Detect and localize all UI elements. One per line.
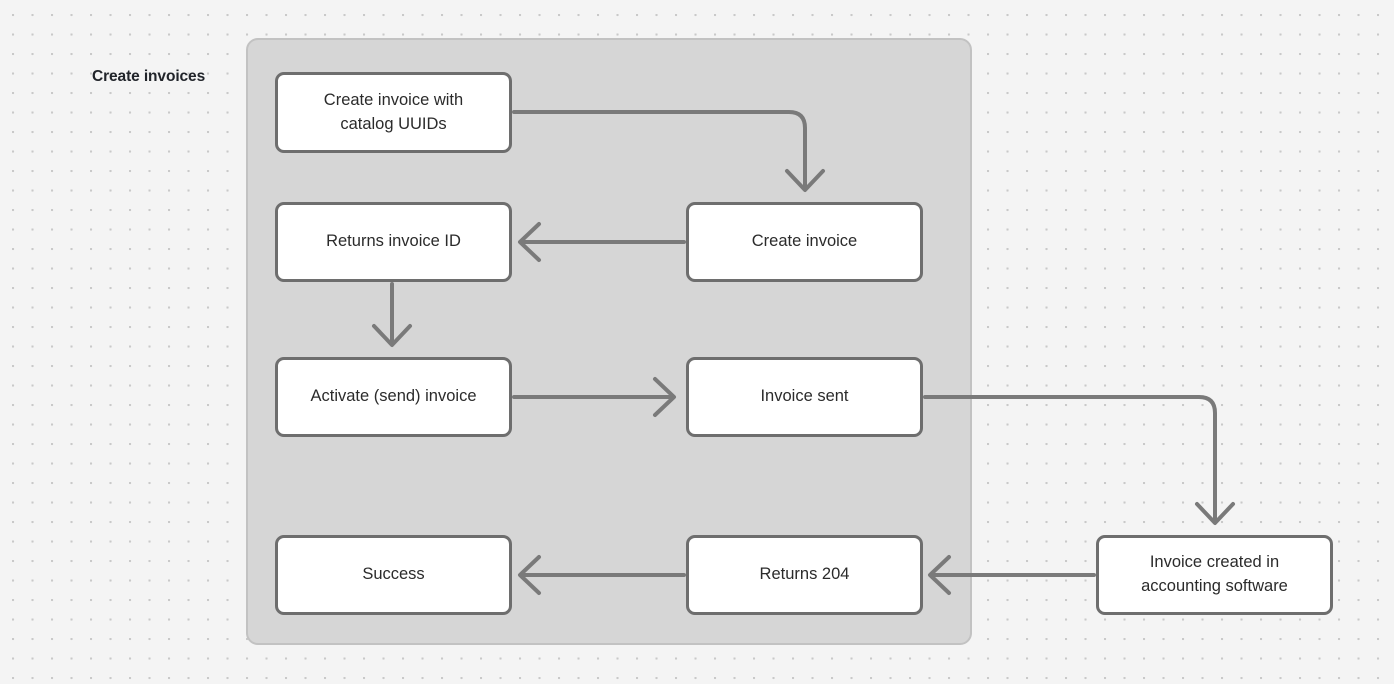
node-label-line1: Activate (send) invoice — [310, 387, 477, 406]
node-label-line1: Create invoice — [751, 232, 858, 251]
node-label-line2: catalog UUIDs — [340, 114, 447, 133]
group-label-create-invoices: Create invoices — [92, 68, 206, 85]
node-invoice-sent[interactable]: Invoice sent — [686, 357, 923, 437]
node-returns-204[interactable]: Returns 204 — [686, 535, 923, 615]
node-label-line1: Invoice sent — [760, 387, 849, 406]
arrowhead-down-invoice-created-accounting — [1195, 502, 1235, 525]
node-create-invoice-with-catalog-uuids[interactable]: Create invoice with catalog UUIDs — [275, 72, 512, 153]
node-label-line2: accounting software — [1141, 577, 1288, 595]
node-activate-send-invoice[interactable]: Activate (send) invoice — [275, 357, 512, 437]
node-success[interactable]: Success — [275, 535, 512, 615]
node-label-line1: Returns invoice ID — [326, 232, 461, 251]
node-invoice-created-in-accounting-software[interactable]: Invoice created in accounting software — [1096, 535, 1333, 615]
node-label-line1: Invoice created in — [1149, 553, 1280, 572]
node-returns-invoice-id[interactable]: Returns invoice ID — [275, 202, 512, 282]
node-label-line1: Returns 204 — [759, 565, 850, 584]
node-create-invoice[interactable]: Create invoice — [686, 202, 923, 282]
node-label-line1: Create invoice with — [323, 90, 464, 109]
node-label-line1: Success — [362, 565, 425, 584]
